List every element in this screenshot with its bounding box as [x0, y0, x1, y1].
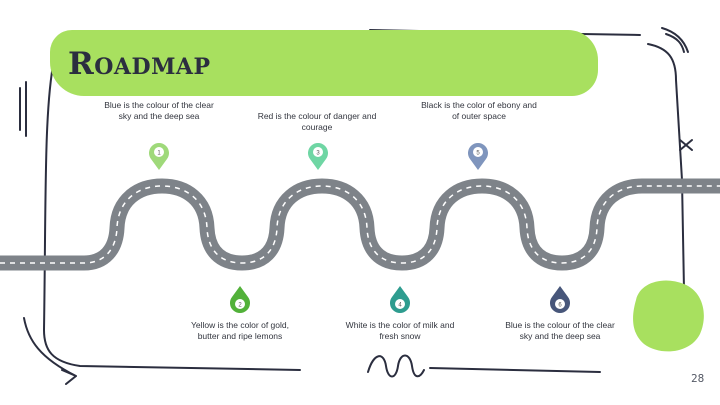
milestone-2-number: 2	[238, 303, 242, 309]
pin-dot	[473, 147, 483, 157]
frame-bottom-line	[429, 367, 601, 373]
green-blob	[633, 280, 704, 352]
milestone-4-pin: 4	[389, 285, 411, 315]
road-center-dashes	[0, 185, 720, 264]
milestone-6-pin: 6	[549, 285, 571, 315]
pin-dot	[154, 147, 164, 157]
x-mark	[679, 139, 693, 151]
pin-dot	[235, 299, 245, 309]
frame-right-line	[647, 43, 685, 291]
title-banner	[50, 30, 598, 96]
squiggle	[367, 354, 425, 378]
page-number: 28	[691, 372, 705, 385]
loop-arrow	[23, 317, 77, 385]
milestone-5-pin: 5	[467, 141, 489, 171]
milestone-1-caption: Blue is the colour of the clear sky and …	[104, 100, 214, 121]
milestone-2-caption: Yellow is the color of gold, butter and …	[191, 320, 289, 341]
corner-ticks	[661, 27, 689, 53]
milestone-6-caption: Blue is the colour of the clear sky and …	[505, 320, 615, 341]
pin-dot	[395, 299, 405, 309]
milestone-4-caption: White is the color of milk and fresh sno…	[345, 320, 455, 341]
milestone-3-caption: Red is the colour of danger and courage	[257, 111, 377, 132]
milestone-3-pin: 3	[307, 141, 329, 171]
slide-title: Roadmap	[68, 46, 211, 82]
milestone-1-pin: 1	[148, 141, 170, 171]
milestone-6-number: 6	[558, 303, 562, 309]
road-surface	[0, 178, 720, 271]
tally-marks	[19, 81, 27, 137]
pin-dot	[313, 147, 323, 157]
milestone-5-number: 5	[476, 151, 480, 157]
milestone-2-pin: 2	[229, 285, 251, 315]
milestone-3-number: 3	[316, 151, 320, 157]
milestone-5-caption: Black is the color of ebony and of outer…	[421, 100, 537, 121]
milestone-4-number: 4	[398, 303, 402, 309]
milestone-1-number: 1	[157, 151, 161, 157]
pin-dot	[555, 299, 565, 309]
